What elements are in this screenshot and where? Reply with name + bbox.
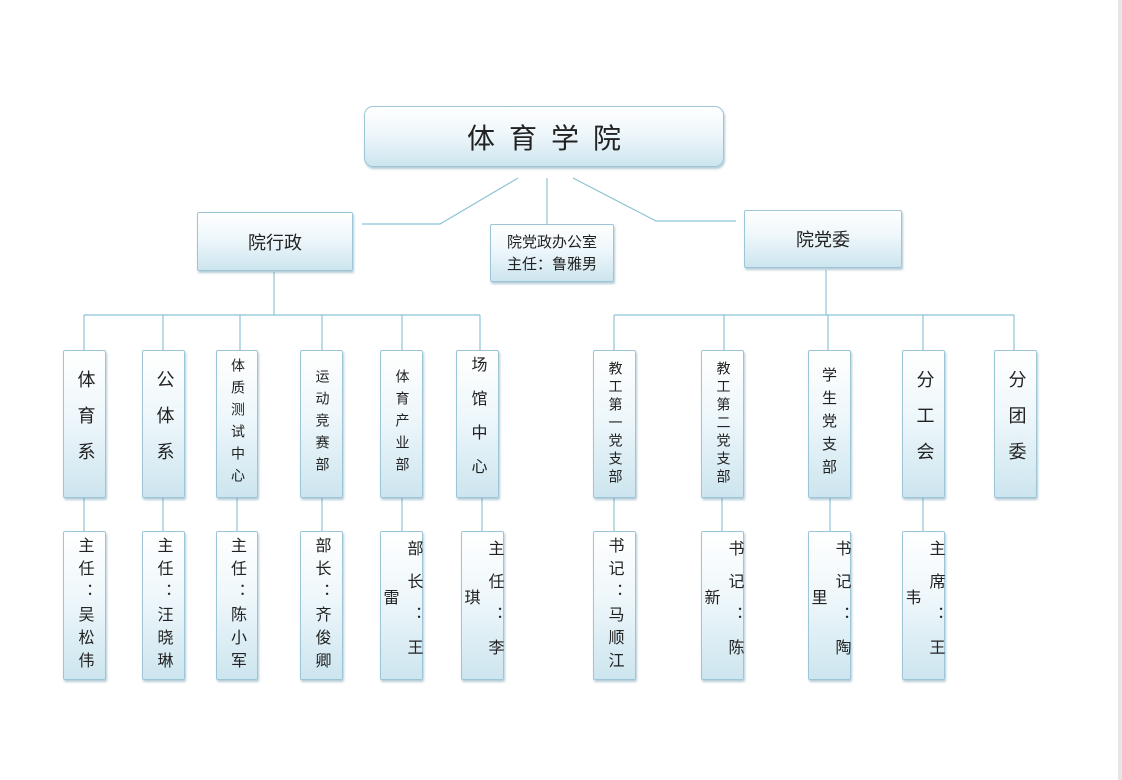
- unit-label: 分工会: [913, 370, 935, 478]
- unit-node: 分工会: [902, 350, 945, 498]
- head-label: 主任：汪晓琳: [154, 536, 174, 675]
- unit-node: 体质测试中心: [216, 350, 258, 498]
- office-name: 院党政办公室: [506, 233, 597, 251]
- unit-label: 场馆中心: [468, 356, 488, 492]
- unit-label: 体育产业部: [393, 369, 410, 479]
- head-node: 书记：马顺江: [593, 531, 636, 680]
- head-node: 主任：陈小军: [216, 531, 258, 680]
- root-title: 体育学院: [466, 121, 635, 155]
- office-director: 主任：鲁雅男: [506, 255, 597, 273]
- page-edge: [1118, 0, 1122, 780]
- office-node: 院党政办公室 主任：鲁雅男: [490, 224, 614, 282]
- admin-branch-label: 院行政: [248, 232, 302, 254]
- head-node: 主任：李 琪: [461, 531, 505, 680]
- unit-label: 教工第二党支部: [714, 361, 731, 487]
- unit-label: 体育系: [74, 370, 96, 478]
- unit-label: 分团委: [1005, 370, 1027, 478]
- head-label: 书记：马顺江: [605, 536, 625, 675]
- unit-node: 分团委: [994, 350, 1037, 498]
- party-branch-node: 院党委: [744, 210, 902, 268]
- head-node: 主任：吴松伟: [63, 531, 106, 680]
- unit-node: 运动竞赛部: [300, 350, 343, 498]
- head-label: 部长：王 雷: [380, 539, 424, 672]
- unit-label: 学生党支部: [820, 366, 838, 482]
- head-node: 部长：王 雷: [380, 531, 424, 680]
- root-node: 体育学院: [364, 106, 724, 167]
- head-node: 书记：陈 新: [701, 531, 745, 680]
- head-node: 主席：王 韦: [902, 531, 946, 680]
- head-node: 书记：陶 里: [808, 531, 852, 680]
- unit-label: 教工第一党支部: [606, 361, 623, 487]
- head-label: 书记：陈 新: [701, 539, 745, 672]
- unit-node: 公体系: [142, 350, 185, 498]
- unit-label: 运动竞赛部: [313, 369, 330, 479]
- head-node: 主任：汪晓琳: [142, 531, 185, 680]
- unit-node: 学生党支部: [808, 350, 851, 498]
- admin-branch-node: 院行政: [197, 212, 353, 271]
- unit-label: 体质测试中心: [229, 358, 245, 490]
- head-node: 部长：齐俊卿: [300, 531, 343, 680]
- party-branch-label: 院党委: [796, 230, 850, 251]
- unit-node: 体育产业部: [380, 350, 423, 498]
- head-label: 主席：王 韦: [902, 539, 946, 672]
- unit-label: 公体系: [153, 370, 175, 478]
- head-label: 主任：陈小军: [228, 536, 247, 675]
- head-label: 主任：吴松伟: [75, 536, 95, 675]
- unit-node: 教工第一党支部: [593, 350, 636, 498]
- head-label: 书记：陶 里: [808, 539, 852, 672]
- unit-node: 教工第二党支部: [701, 350, 744, 498]
- unit-node: 体育系: [63, 350, 106, 498]
- head-label: 部长：齐俊卿: [312, 536, 332, 675]
- unit-node: 场馆中心: [456, 350, 499, 498]
- head-label: 主任：李 琪: [461, 539, 505, 672]
